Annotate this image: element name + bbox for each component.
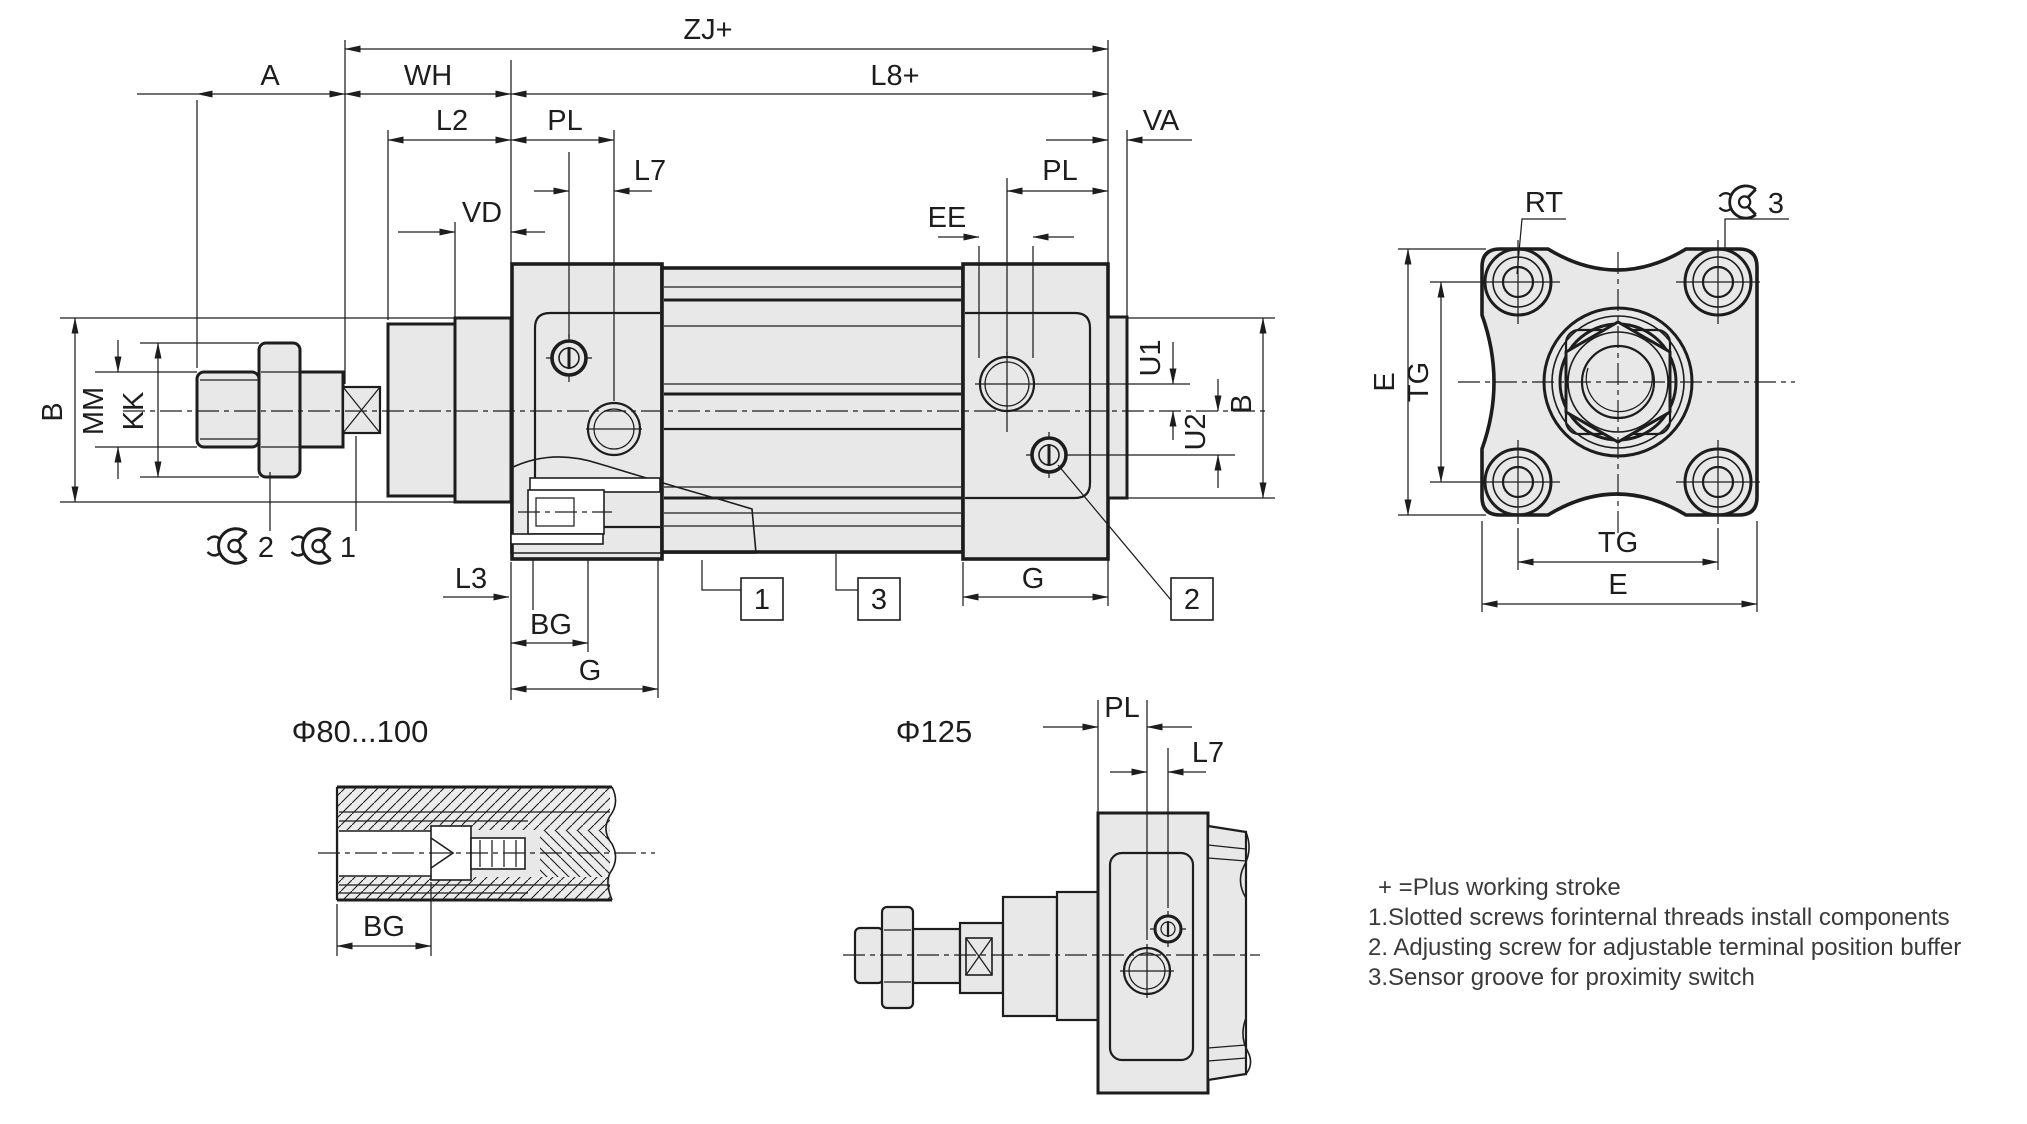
detail-125-dimensions: PL L7 [1043,692,1224,940]
wrench-2-label: 2 [258,532,274,564]
dimensions-top: ZJ+ A WH L8+ L2 PL L7 VD VA PL [137,14,1192,401]
dim-label-rt: RT [1525,187,1563,219]
callout-3-sensor-groove: 3 [835,554,901,621]
dim-label-tg-bottom: TG [1598,527,1638,559]
detail-125-adjusting-screw [1150,911,1186,947]
detail-125-port [1120,944,1174,998]
dim-label-zj: ZJ+ [683,14,732,46]
dim-label-ee: EE [928,202,967,234]
detail-125-head [1096,811,1252,1095]
dim-label-l7-125: L7 [1192,737,1224,769]
note-plus-stroke: + =Plus working stroke [1378,874,1621,901]
dim-label-e-bottom: E [1608,569,1627,601]
detail-80-section [318,785,655,902]
rod-thread [195,370,261,449]
detail-80-100: Φ80...100 [292,714,655,956]
dim-label-pl-125: PL [1104,692,1139,724]
dim-label-pl-rear: PL [1042,155,1077,187]
cylinder-tube [660,266,965,554]
dim-label-a: A [260,60,280,92]
end-view: RT 3 E TG TG E [1369,184,1795,612]
front-port [586,401,642,457]
cushion-cutaway-section [510,456,757,554]
dim-label-l2: L2 [436,105,468,137]
dim-label-b-right: B [1226,394,1258,413]
note-adjusting-screw: 2. Adjusting screw for adjustable termin… [1368,934,1961,961]
dim-label-g-front: G [579,655,602,687]
rear-adjusting-screw [1026,432,1235,478]
dimensions-right: U1 U2 B [1127,317,1275,499]
dim-label-g-rear: G [1022,563,1045,595]
rear-port [975,352,1190,432]
note-slotted-screws: 1.Slotted screws forinternal threads ins… [1368,904,1950,931]
dim-label-tg-left: TG [1403,362,1435,402]
dim-label-bg-80: BG [363,911,405,943]
detail-125: Φ125 [843,692,1260,1095]
callout-2-label: 2 [1184,584,1200,616]
rod-shaft [298,370,345,449]
dim-label-u1: U1 [1135,339,1167,376]
callout-1-label: 1 [754,584,770,616]
wrench-symbol-2: 2 [206,472,274,565]
dim-label-b-left: B [37,402,69,421]
rod-collar-step2 [453,316,513,504]
front-cushion-screw [546,334,592,382]
rear-end-plate [1106,315,1129,500]
dim-label-e-left: E [1369,372,1401,391]
dim-label-pl-front: PL [547,105,582,137]
piston-rod-assembly [195,316,513,504]
dim-label-wh: WH [404,60,452,92]
dim-label-u2: U2 [1180,413,1212,450]
dim-label-va: VA [1143,105,1180,137]
detail-80-title: Φ80...100 [292,714,429,749]
dim-label-bg: BG [530,609,572,641]
dimensions-bottom: L3 BG G G [443,502,1109,700]
wrench-symbol-3: 3 [1718,184,1789,250]
dim-label-vd: VD [462,197,502,229]
wrench-1-label: 1 [340,532,356,564]
wrench-3-label: 3 [1768,188,1784,220]
callout-1-slotted-screw: 1 [701,560,784,621]
notes-block: + =Plus working stroke 1.Slotted screws … [1368,874,1961,991]
detail-80-bg-dimension: BG [336,882,432,956]
dim-label-kk: KK [118,391,150,430]
rod-collar-step1 [386,322,457,498]
dimensions-left: B MM KK [37,317,455,503]
dim-label-l3: L3 [455,563,487,595]
detail-125-title: Φ125 [896,714,972,749]
end-view-dimensions: E TG TG E [1369,248,1758,612]
center-boss [1458,252,1795,548]
callout-2-adjusting-screw: 2 [1057,464,1214,621]
tie-rod-bosses [1476,240,1760,524]
wrench-symbol-1: 1 [290,436,357,565]
detail-125-rod [853,890,1100,1022]
callout-3-label: 3 [871,584,887,616]
dim-label-l8: L8+ [870,60,919,92]
note-sensor-groove: 3.Sensor groove for proximity switch [1368,964,1755,991]
dim-label-mm: MM [78,387,110,435]
rear-head-inner-contour [965,311,1092,500]
main-side-view: ZJ+ A WH L8+ L2 PL L7 VD VA PL [37,14,1275,700]
rod-nut [257,341,302,479]
rt-thread-callout: RT [1516,187,1566,275]
dim-label-l7-front: L7 [634,155,666,187]
